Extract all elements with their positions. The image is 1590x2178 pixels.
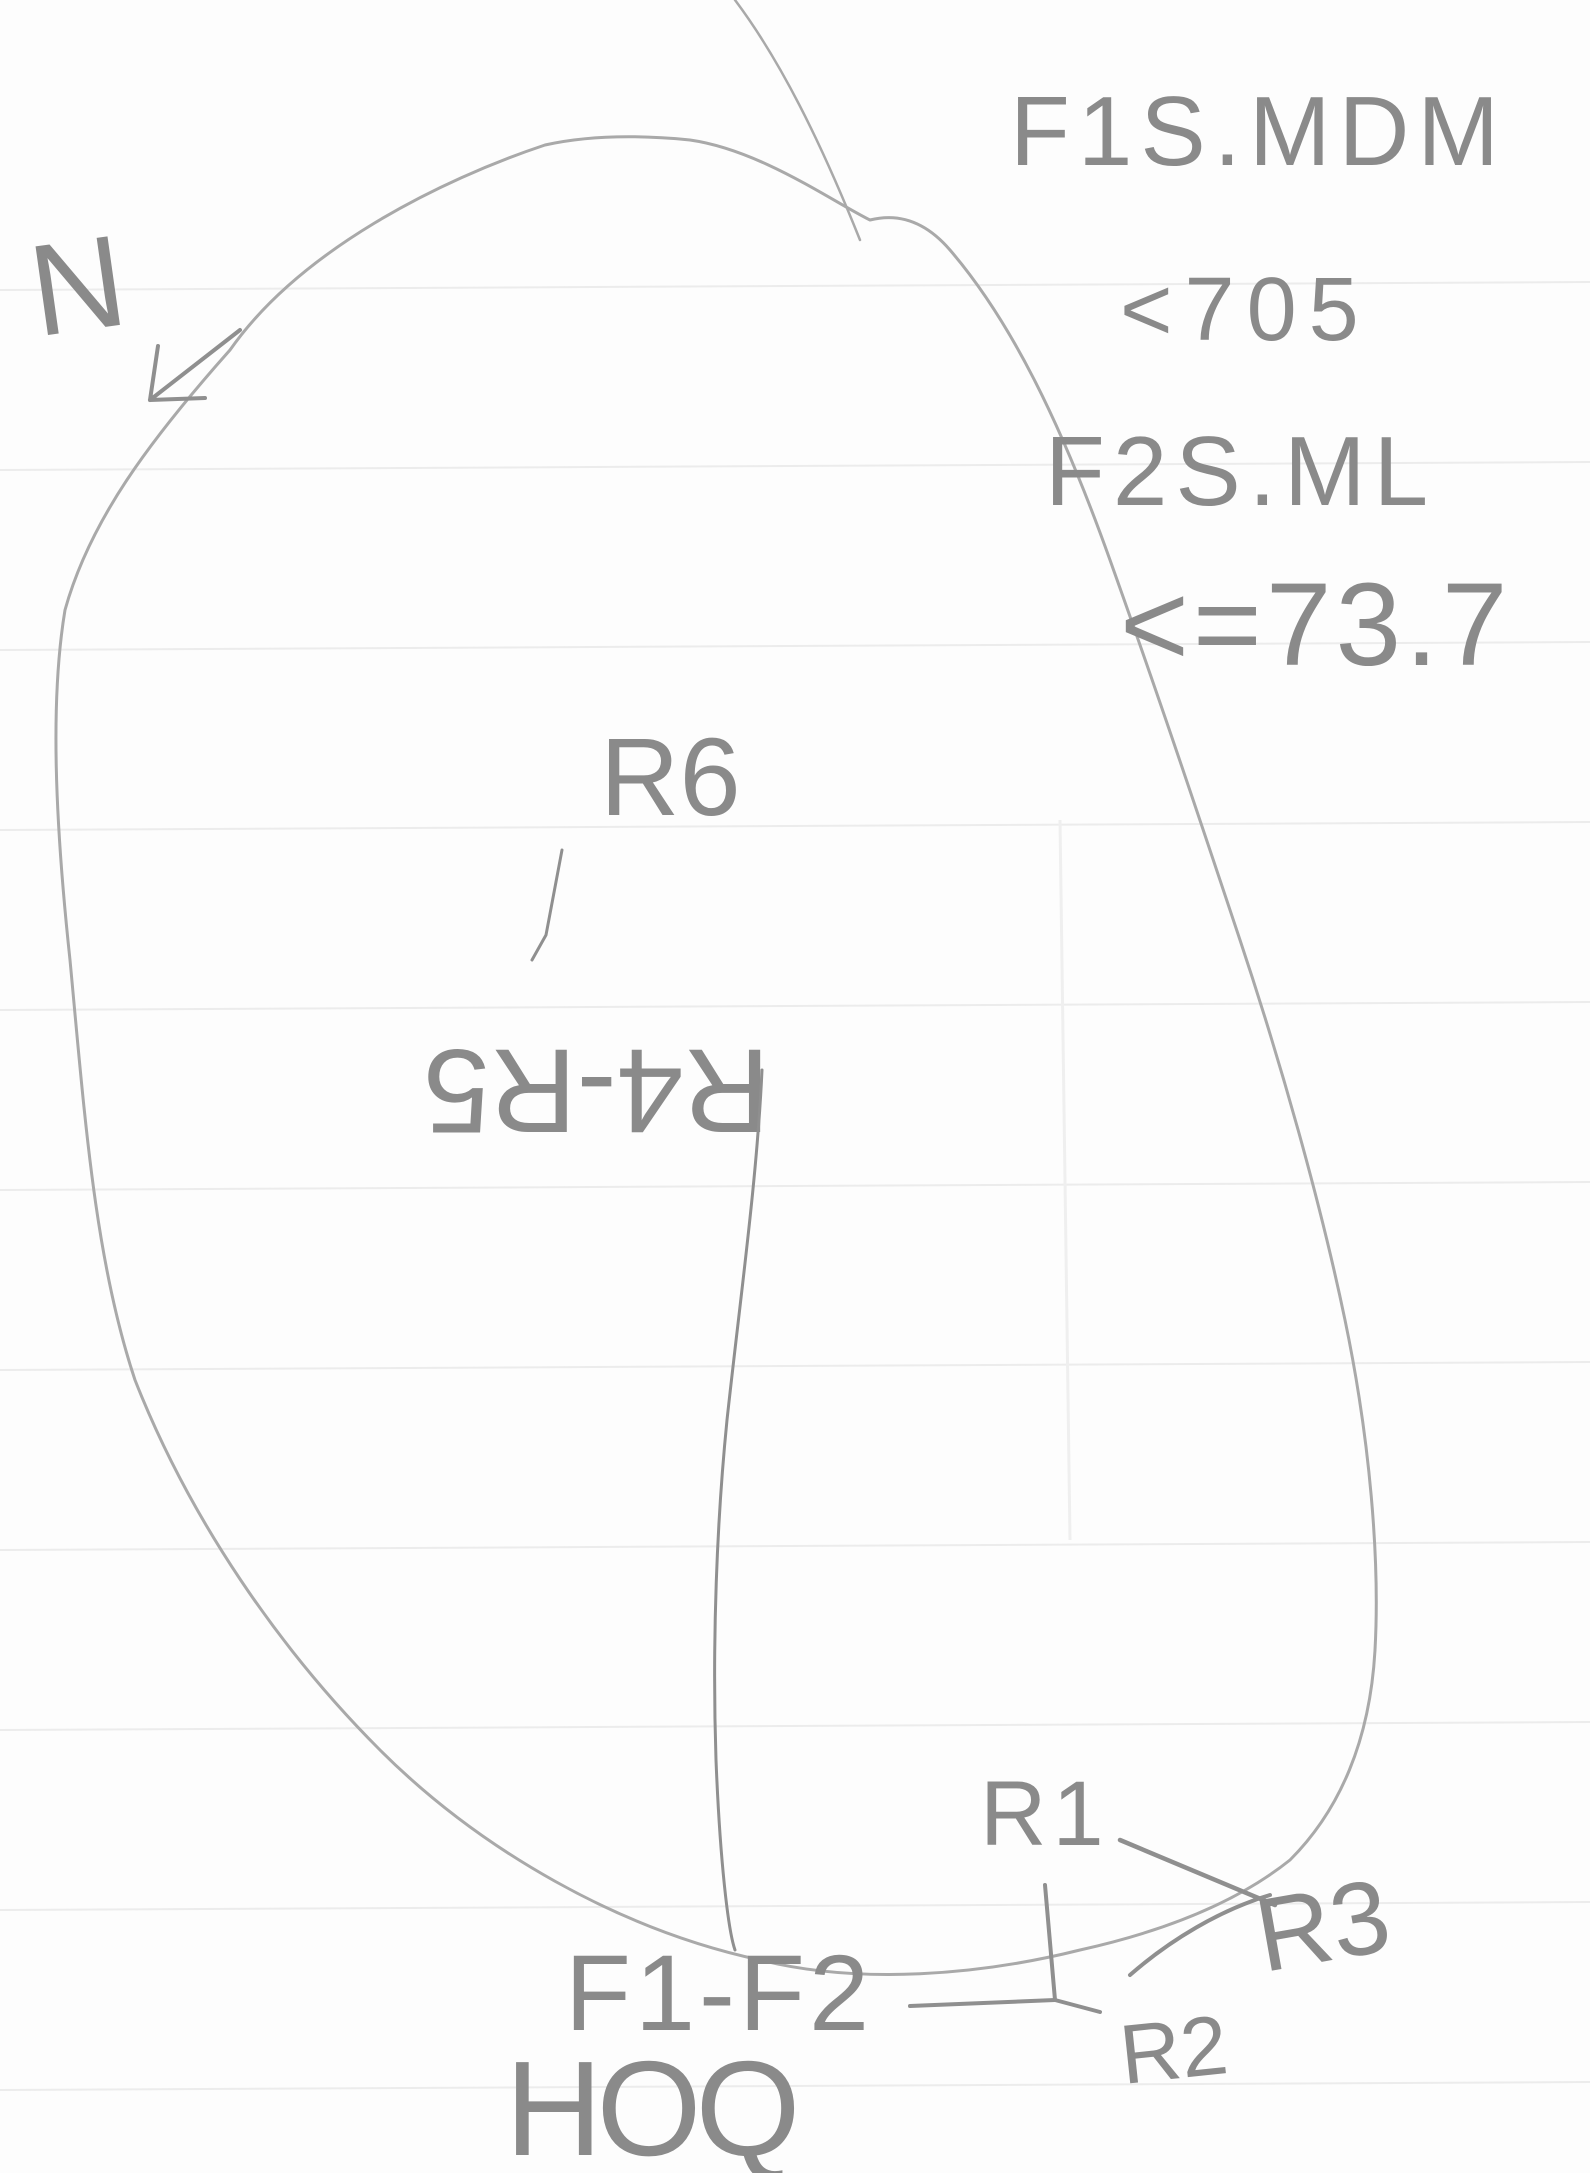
connector-r1-r3	[1117, 1837, 1278, 1908]
bottom-label: HOQ	[505, 2033, 795, 2173]
note-line-2: <705	[1120, 260, 1371, 360]
connector-f1f2-junction	[908, 1998, 1057, 2008]
node-label-r4-r5: R4-R5	[423, 1024, 770, 1158]
node-label-r3: R3	[1247, 1857, 1398, 1994]
site-boundary-outline	[54, 135, 1378, 1976]
note-line-3: F2S.ML	[1045, 416, 1436, 526]
connector-junction-r2	[1053, 1998, 1102, 2014]
node-label-r6: R6	[600, 716, 741, 839]
stray-pencil-stroke	[733, 0, 862, 242]
node-label-r1: R1	[980, 1763, 1110, 1865]
measurement-notes: F1S.MDM <705 F2S.ML <=73.7	[1010, 76, 1511, 691]
connector-r4r5-f1f2	[713, 1068, 764, 1952]
connector-r2-r3	[1128, 1893, 1272, 1977]
north-label: N	[21, 207, 134, 365]
connector-r6-r4r5	[530, 848, 564, 962]
connector-junction-r1	[1043, 1883, 1057, 2002]
note-line-1: F1S.MDM	[1010, 76, 1507, 186]
north-arrow: N	[21, 207, 242, 402]
node-label-f1-f2: F1-F2	[565, 1932, 873, 2053]
note-line-4: <=73.7	[1120, 559, 1511, 691]
node-label-r2: R2	[1115, 1997, 1232, 2102]
paper-ruled-lines	[0, 281, 1590, 2091]
